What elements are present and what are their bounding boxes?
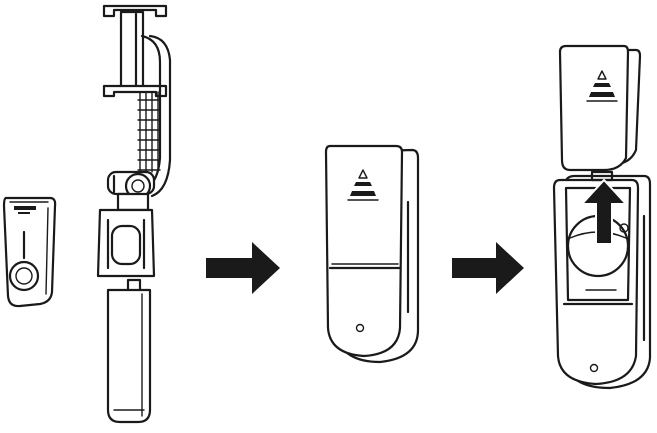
arrow-right-icon [206,242,280,294]
hinge-joint [106,170,156,200]
battery-cover [558,44,642,172]
triangle-logo-icon [347,169,379,201]
arrow-up-icon [579,178,629,245]
grip-grid [137,91,161,173]
arrow-right-icon [452,242,524,294]
remote-control-small [2,196,57,308]
selfie-stick-tripod [96,4,172,424]
remote-cover-removed [552,44,652,390]
remote-cover-closed [324,144,420,364]
